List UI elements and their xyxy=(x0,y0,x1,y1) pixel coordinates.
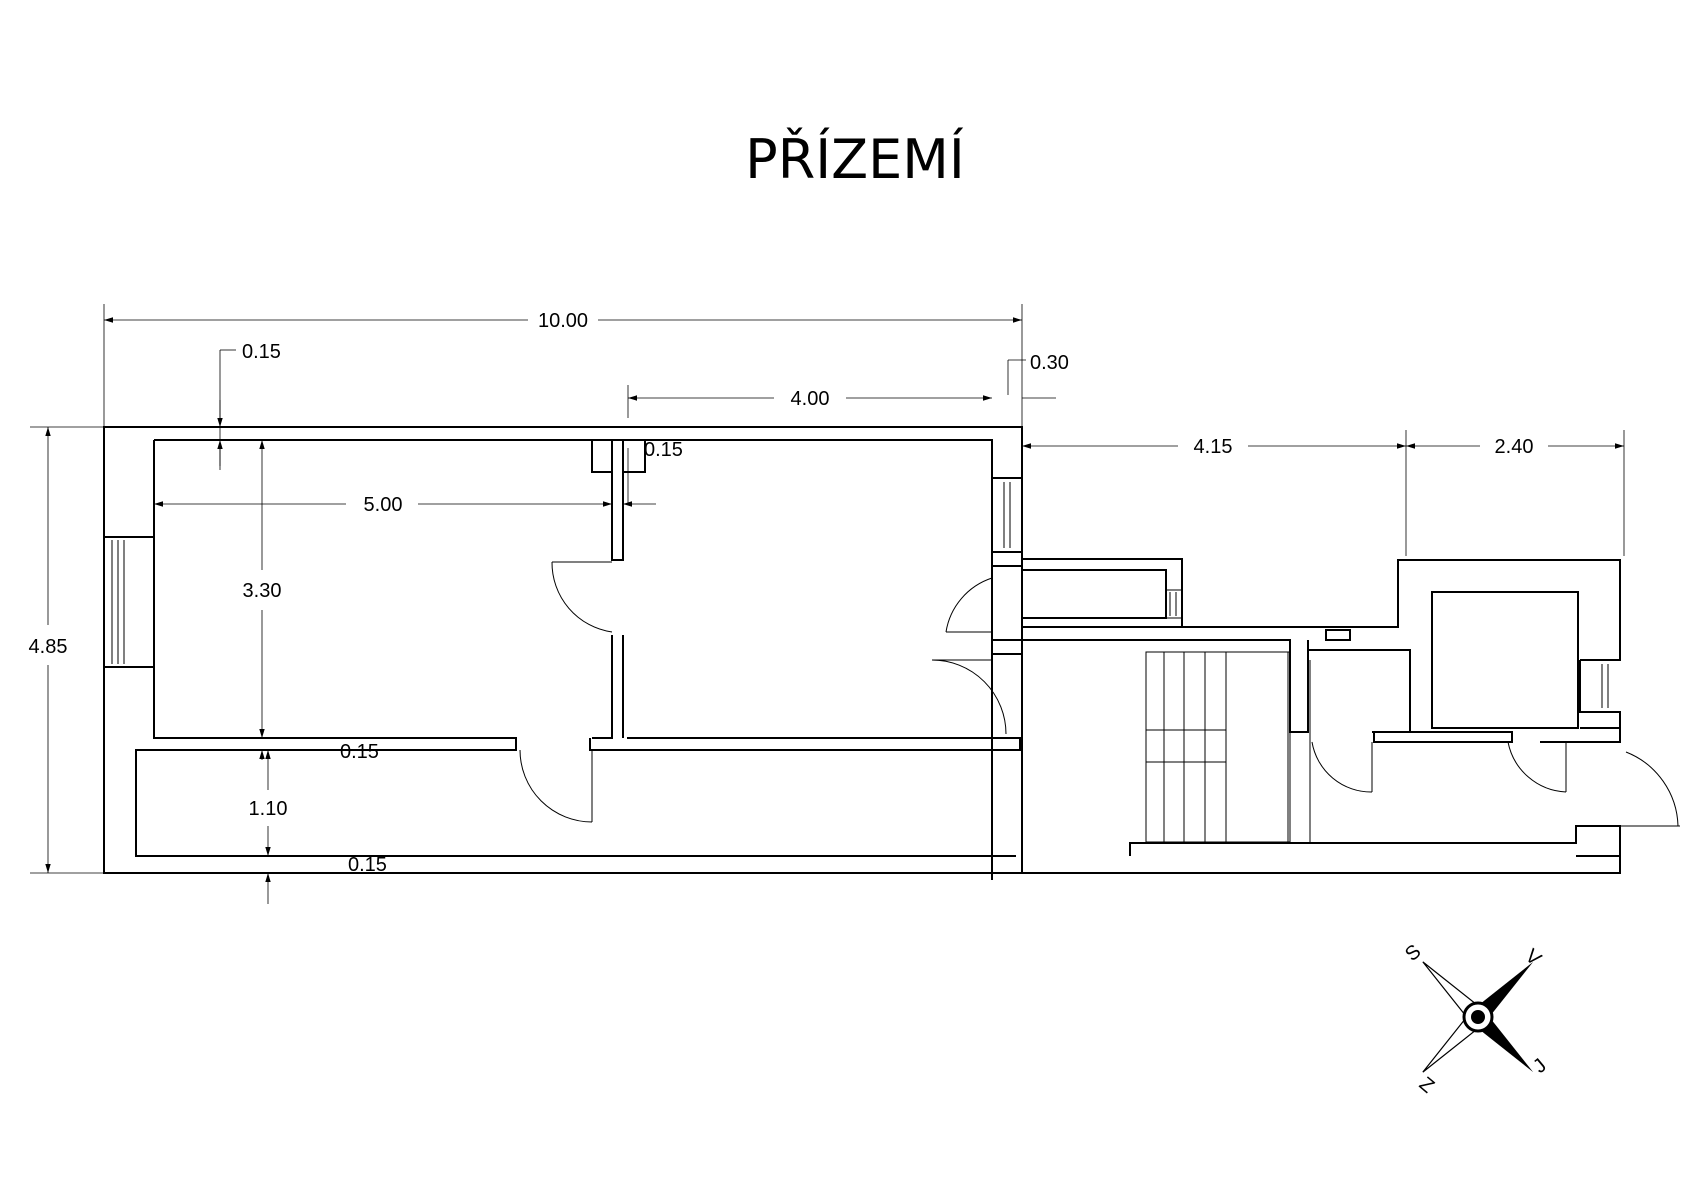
annex-bottom xyxy=(1020,825,1621,874)
dim-top-wall: 0.15 xyxy=(242,341,281,363)
door-bathroom xyxy=(1311,741,1373,793)
dim-annex-length: 4.15 xyxy=(1194,436,1233,458)
page-title: PŘÍZEMÍ xyxy=(745,128,965,191)
dim-partition: 0.15 xyxy=(644,439,683,461)
bathroom xyxy=(1308,649,1411,733)
dimensions: 10.00 0.15 4.00 0.30 0.15 5.00 3.30 xyxy=(29,304,1625,904)
dim-annex-end: 2.40 xyxy=(1495,436,1534,458)
right-window xyxy=(991,477,1023,553)
walls xyxy=(103,426,1621,880)
partition-upper xyxy=(611,472,624,561)
dim-total-depth: 4.85 xyxy=(29,636,68,658)
partition-lower xyxy=(592,635,624,739)
door-right-upper xyxy=(945,577,993,633)
annex-room xyxy=(1431,591,1579,729)
outer-wall xyxy=(103,426,1023,874)
door-between-rooms xyxy=(551,561,613,633)
annex-corridor xyxy=(1022,639,1309,733)
door-right-lower xyxy=(931,659,1007,735)
room1-outline xyxy=(135,440,1016,857)
dim-room-depth: 3.30 xyxy=(243,580,282,602)
dim-room2-length: 4.00 xyxy=(791,388,830,410)
compass-label-north: S xyxy=(1401,940,1425,965)
compass-label-east: V xyxy=(1521,945,1546,971)
compass-label-west: Z xyxy=(1415,1073,1439,1098)
compass-needle-east xyxy=(1478,1017,1534,1073)
compass-label-south: J xyxy=(1529,1055,1551,1078)
door-entrance xyxy=(1625,751,1679,827)
dim-total-length: 10.00 xyxy=(538,310,588,332)
compass-needle-north xyxy=(1478,961,1534,1017)
doors xyxy=(519,561,1680,827)
dim-right-wall: 0.30 xyxy=(1030,352,1069,374)
dim-room1-length: 5.00 xyxy=(364,494,403,516)
room2-bottom xyxy=(589,737,1021,751)
dim-bottom-wall: 0.15 xyxy=(348,854,387,876)
compass-rose xyxy=(1422,961,1534,1073)
annex-outline xyxy=(1182,559,1621,650)
door-annex-room xyxy=(1507,741,1567,793)
dim-corridor-width: 1.10 xyxy=(249,798,288,820)
partition-shaft xyxy=(591,440,646,473)
staircase xyxy=(1145,651,1311,843)
door-corridor xyxy=(519,749,593,823)
dim-mid-wall: 0.15 xyxy=(340,741,379,763)
